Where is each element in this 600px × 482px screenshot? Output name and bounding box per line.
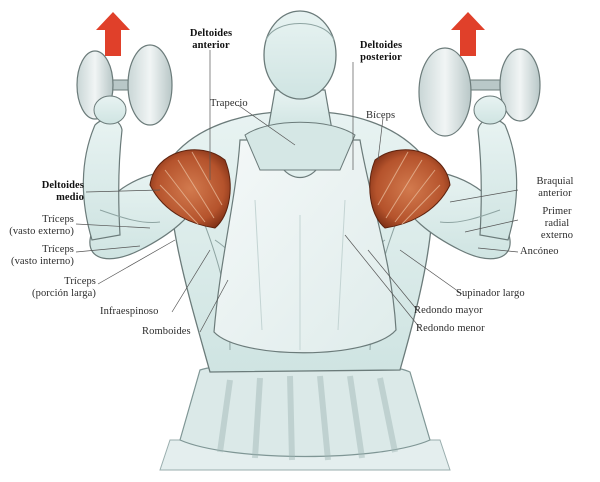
label-romboides: Romboides xyxy=(142,326,191,337)
label-deltoides-posterior: Deltoides posterior xyxy=(359,40,403,63)
right-dumbbell xyxy=(418,47,541,137)
leader-lines xyxy=(75,50,519,333)
label-redondo-menor: Redondo menor xyxy=(416,323,485,334)
label-trapecio: Trapecio xyxy=(210,98,248,109)
left-dumbbell xyxy=(76,44,173,126)
label-biceps: Bíceps xyxy=(366,110,396,121)
label-triceps-porcion-larga: Tríceps (porción larga) xyxy=(32,276,96,299)
label-supinador-largo: Supinador largo xyxy=(456,288,525,299)
label-deltoides-anterior: Deltoides anterior xyxy=(189,28,233,51)
shorts xyxy=(179,361,431,461)
right-deltoid xyxy=(369,149,451,229)
up-arrow-icon xyxy=(96,12,130,56)
up-arrow-icon xyxy=(451,12,485,56)
label-deltoides-medio: Deltoides medio xyxy=(41,180,84,203)
label-triceps-vasto-interno: Tríceps (vasto interno) xyxy=(10,244,74,267)
trapezius-muscle xyxy=(244,121,356,171)
label-primer-radial-externo: Primer radial externo xyxy=(540,206,574,241)
label-anconeo: Ancóneo xyxy=(520,246,559,257)
label-triceps-vasto-externo: Tríceps (vasto externo) xyxy=(9,214,74,237)
label-infraespinoso: Infraespinoso xyxy=(100,306,159,317)
label-braquial-anterior: Braquial anterior xyxy=(536,176,574,199)
label-redondo-mayor: Redondo mayor xyxy=(414,305,483,316)
head xyxy=(263,10,337,131)
